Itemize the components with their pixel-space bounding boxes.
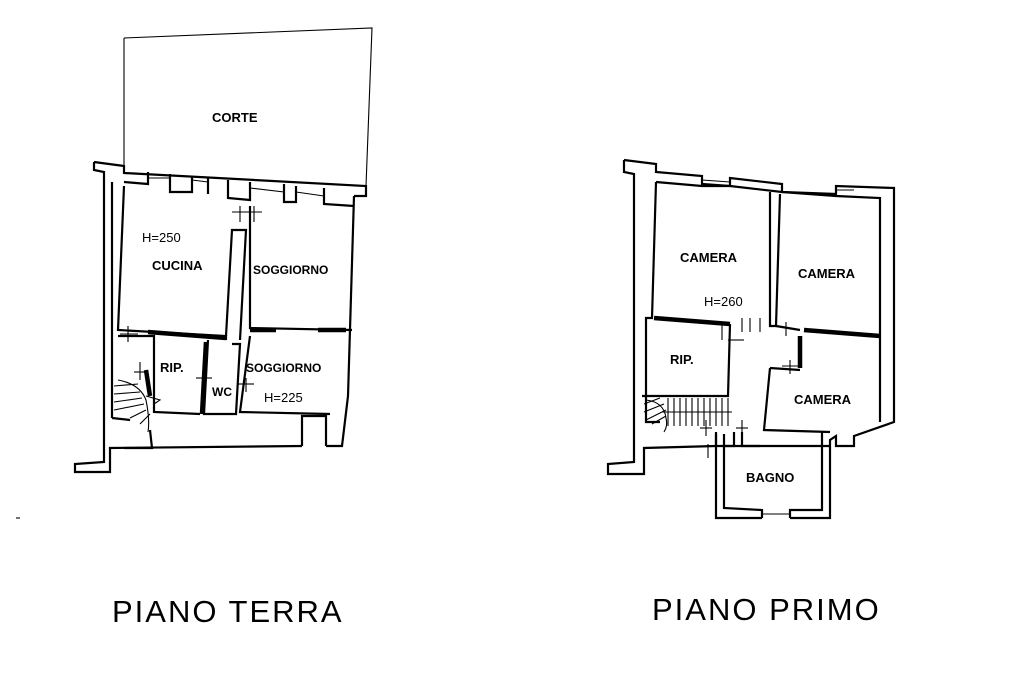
wc-label: WC bbox=[212, 385, 232, 399]
ground-floor-stairs bbox=[113, 379, 162, 433]
courtyard-outline bbox=[123, 27, 373, 187]
camera-lower-label: CAMERA bbox=[794, 392, 852, 407]
first-floor-stairs bbox=[643, 397, 732, 433]
camera-left-label: CAMERA bbox=[680, 250, 738, 265]
bagno-label: BAGNO bbox=[746, 470, 794, 485]
ground-floor-exterior-walls bbox=[73, 160, 368, 474]
piano-terra-title: PIANO TERRA bbox=[112, 594, 344, 629]
soggiorno-lower-label: SOGGIORNO bbox=[246, 361, 321, 375]
corte-label: CORTE bbox=[212, 110, 258, 125]
cucina-label: CUCINA bbox=[152, 258, 203, 273]
first-floor-interior-walls bbox=[642, 192, 881, 458]
first-floor-plan: CAMERA CAMERA H=260 RIP. CAMERA BAGNO PI… bbox=[606, 158, 896, 627]
camera-right-label: CAMERA bbox=[798, 266, 856, 281]
ripostiglio-label: RIP. bbox=[160, 360, 184, 375]
soggiorno-height-label: H=225 bbox=[264, 390, 303, 405]
soggiorno-upper-label: SOGGIORNO bbox=[253, 263, 328, 277]
cucina-height-label: H=250 bbox=[142, 230, 181, 245]
first-floor-exterior-walls bbox=[606, 158, 896, 520]
ground-floor-plan: CORTE H=250 CUCINA SOGGIORNO SOGGIORNO H… bbox=[73, 27, 373, 629]
camera-height-label: H=260 bbox=[704, 294, 743, 309]
piano-primo-title: PIANO PRIMO bbox=[652, 592, 881, 627]
first-ripostiglio-label: RIP. bbox=[670, 352, 694, 367]
ground-floor-interior-walls bbox=[116, 185, 353, 416]
